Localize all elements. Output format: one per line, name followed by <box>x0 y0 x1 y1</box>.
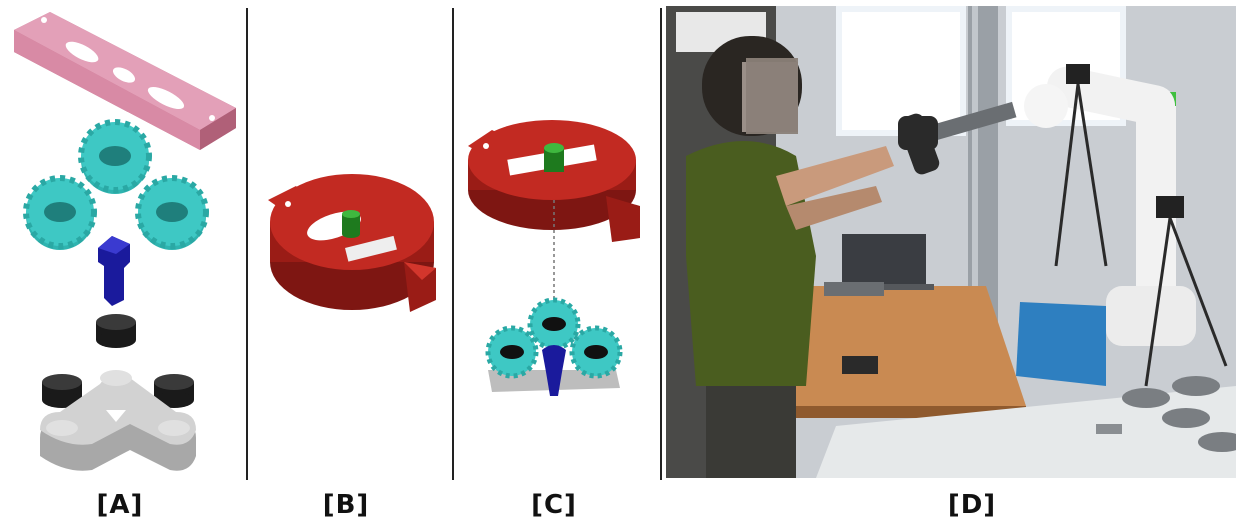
blue-pin-c <box>542 345 566 396</box>
label-a: [A] <box>96 490 144 520</box>
grey-base <box>40 370 196 471</box>
panel-a-exploded-view <box>0 0 246 480</box>
panel-c-assembly <box>456 0 658 480</box>
red-housing-top <box>468 120 640 242</box>
label-c: [C] <box>531 490 577 520</box>
panel-d-photo <box>666 6 1236 478</box>
gear-c-right <box>569 325 623 379</box>
green-pin-top <box>544 143 564 172</box>
label-b: [B] <box>322 490 370 520</box>
divider-c-d <box>660 8 662 480</box>
blue-foam <box>1016 302 1106 386</box>
laptop-screen <box>842 234 926 284</box>
pink-top-bar <box>14 12 236 150</box>
lab-photo-human-robot <box>666 6 1236 478</box>
blue-pin <box>98 236 130 306</box>
gear-top <box>78 119 152 194</box>
gear-c-left <box>485 325 539 379</box>
gear-assembly <box>485 297 623 396</box>
green-pin <box>342 210 360 238</box>
wooden-table <box>776 286 1026 406</box>
camera-tripod-right <box>1054 64 1228 387</box>
gear-right <box>135 175 209 250</box>
red-housing-illustration <box>268 174 436 312</box>
gear-left <box>23 175 97 250</box>
black-disc-top <box>96 314 136 348</box>
face-blur <box>746 58 798 134</box>
gear-c-top <box>527 297 581 351</box>
white-table <box>816 386 1236 478</box>
window-left-pane <box>842 12 960 130</box>
red-housing <box>268 174 436 312</box>
assembly-alignment-illustration <box>468 120 640 396</box>
parts-on-table <box>824 282 1236 452</box>
panel-b-housing <box>250 0 452 480</box>
label-d: [D] <box>947 490 997 520</box>
divider-b-c <box>452 8 454 480</box>
exploded-assembly-illustration <box>14 12 236 471</box>
divider-a-b <box>246 8 248 480</box>
